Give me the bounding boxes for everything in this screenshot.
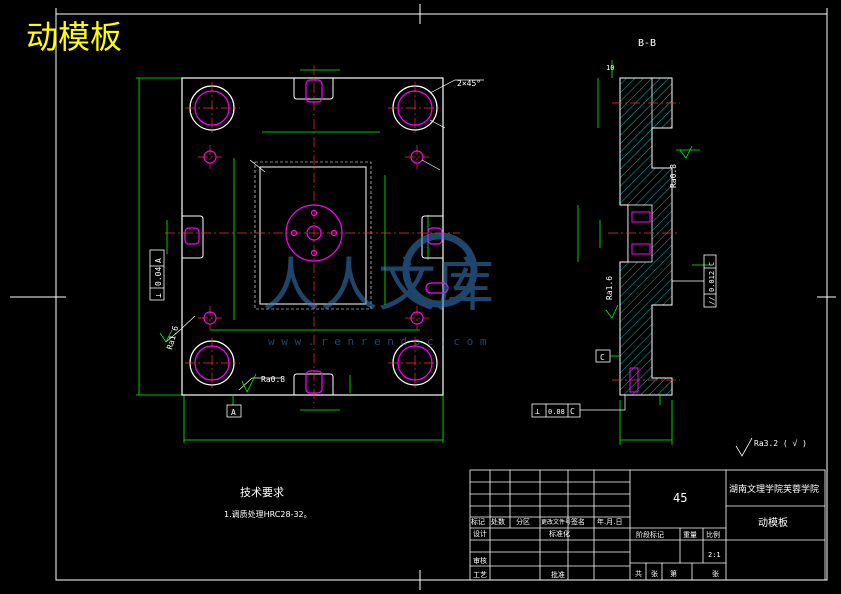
roughness-ra16-front: Ra1.6 [165,325,180,351]
tech-requirements-heading: 技术要求 [240,486,284,499]
svg-text:C: C [600,353,605,362]
tb-design: 设计 [473,529,487,538]
tb-review: 审核 [473,556,487,565]
svg-text:张: 张 [651,569,658,578]
tb-header-count: 处数 [491,517,505,526]
tb-stage-mark: 阶段标记 [636,530,664,539]
tb-header-zone: 分区 [516,517,530,526]
tolerance-frame-perp: ⊥ 0.08 C [531,395,626,418]
datum-c: C [595,349,620,363]
tech-requirement-item: 1.调质处理HRC28-32。 [224,509,312,519]
watermark-url: w w w . r e n r e n d o c . c o m [268,335,487,348]
tolerance-frame-a: ⊥ 0.04 A [149,249,165,301]
svg-text:Ra0.8: Ra0.8 [669,164,678,188]
tb-header-date: 年.月.日 [597,517,622,526]
tb-ratio: 比例 [706,530,720,539]
tb-scale: 2:1 [708,551,721,559]
svg-text:Ra1.6: Ra1.6 [605,276,614,300]
chamfer-note: 2×45° [457,79,481,88]
watermark-brand: 人人文库 [262,251,494,319]
datum-a: A [226,395,242,418]
tb-weight: 重量 [683,531,697,539]
svg-text:A: A [231,408,236,417]
section-view: 10 Ra0.8 Ra1.6 [577,60,710,445]
svg-text:C: C [570,407,575,416]
svg-text:0.012: 0.012 [708,271,716,292]
svg-text:⊥: ⊥ [154,293,163,298]
svg-text://: // [708,297,716,305]
tb-header-doc: 更改文件号 [541,518,571,526]
svg-text:⊥: ⊥ [535,407,540,416]
tb-header-mark: 标记 [471,517,485,526]
tb-standardize: 标准化 [549,529,570,538]
roughness-ra08-front: Ra0.8 [261,375,285,384]
svg-text:A: A [154,258,163,263]
drawing-title: 动模板 [26,18,122,56]
tb-process: 工艺 [473,571,487,579]
svg-text:0.04: 0.04 [154,267,163,286]
tb-school: 湖南文理学院芙蓉学院 [729,483,819,495]
tb-part-name: 动模板 [758,516,788,529]
tb-header-sign: 签名 [571,517,585,526]
general-roughness: Ra3.2 ( √ ) [754,439,807,448]
svg-text:共: 共 [635,569,642,578]
section-label: B-B [638,38,656,49]
centering-marks [10,4,836,590]
svg-text:10: 10 [606,64,614,72]
svg-text:张: 张 [712,569,719,578]
title-block [469,469,826,581]
svg-text:第: 第 [670,569,677,578]
svg-text:C: C [708,262,716,266]
watermark-logo: 人人文库 w w w . r e n r e n d o c . c o m [262,232,494,348]
tb-material: 45 [673,491,687,505]
tb-approve: 批准 [551,570,565,579]
tolerance-frame-c: // 0.012 C [672,254,717,308]
svg-text:0.08: 0.08 [548,408,565,416]
